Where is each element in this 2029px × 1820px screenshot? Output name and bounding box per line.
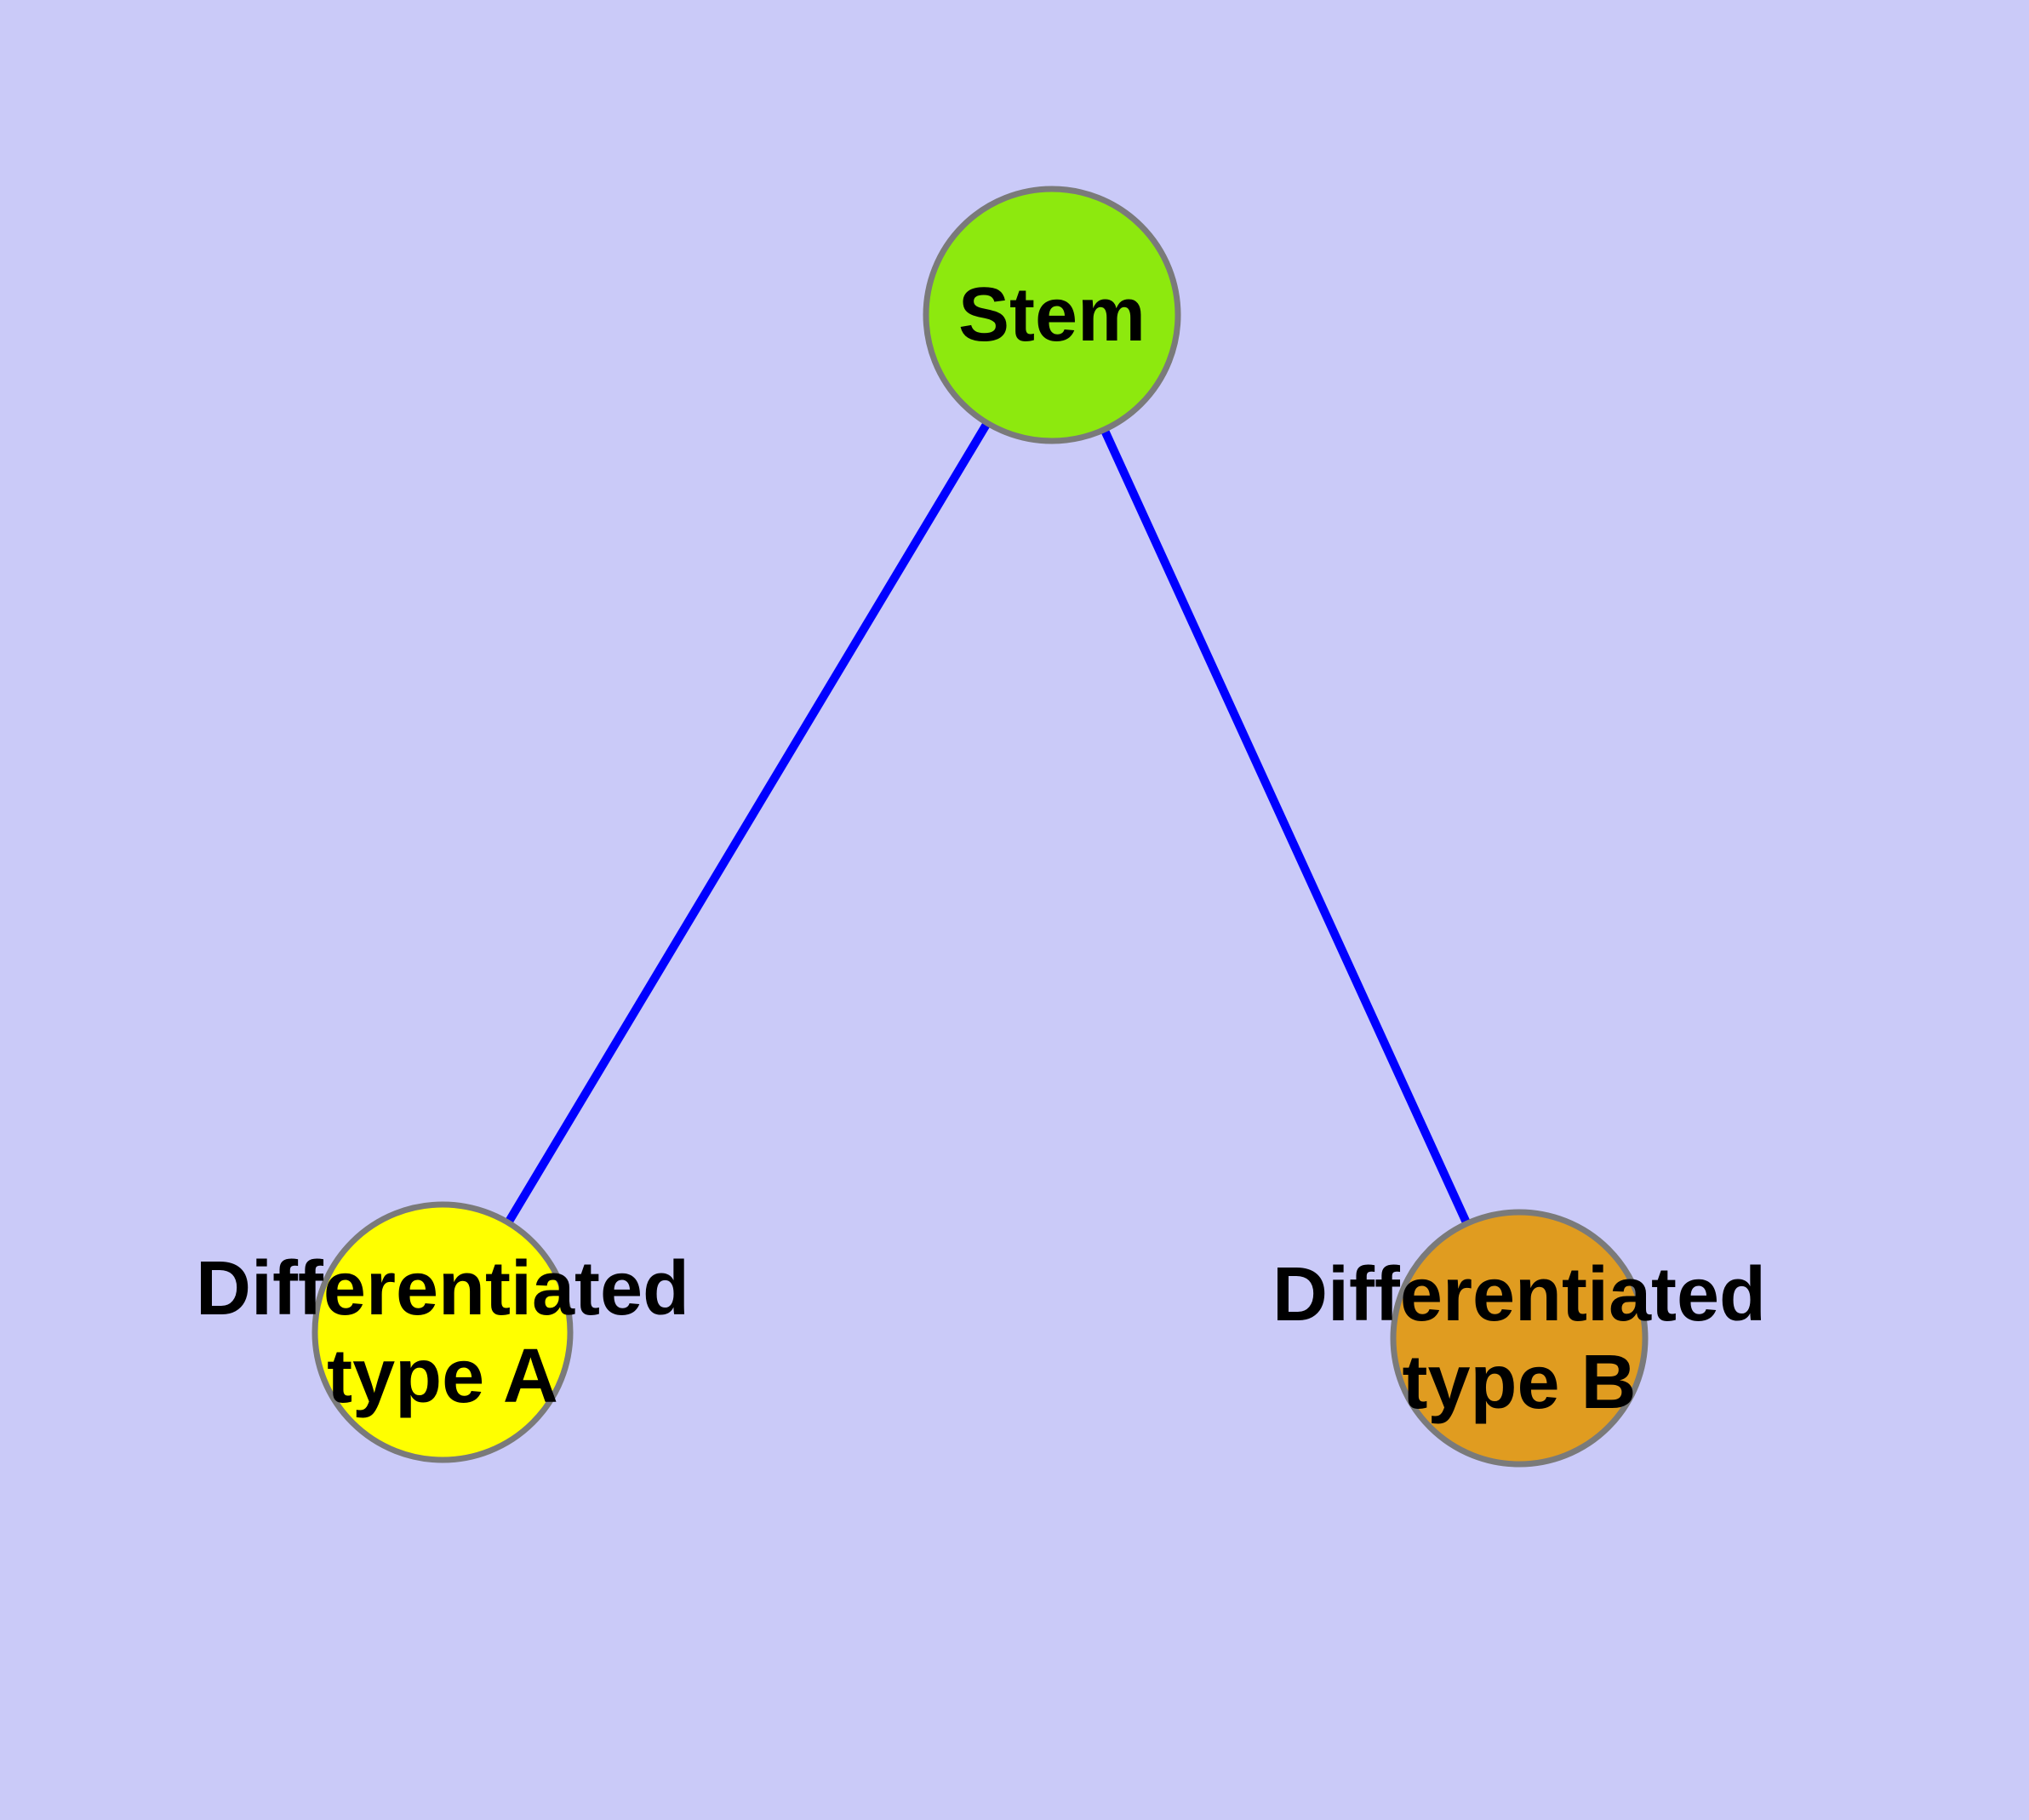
type-b-node-label-line2: type B [1402, 1340, 1636, 1425]
stem-node-label: Stem [958, 272, 1146, 358]
stem-node [923, 186, 1181, 444]
type-b-node [1390, 1209, 1649, 1468]
edge-stem-to-type-b [1048, 312, 1523, 1341]
type-a-node-label-line2: type A [327, 1334, 558, 1419]
type-b-node-label-line1: Differentiated [1272, 1252, 1766, 1337]
edge-stem-to-type-a [438, 312, 1056, 1335]
type-a-node-label-line1: Differentiated [196, 1246, 689, 1331]
type-a-node [311, 1201, 574, 1463]
